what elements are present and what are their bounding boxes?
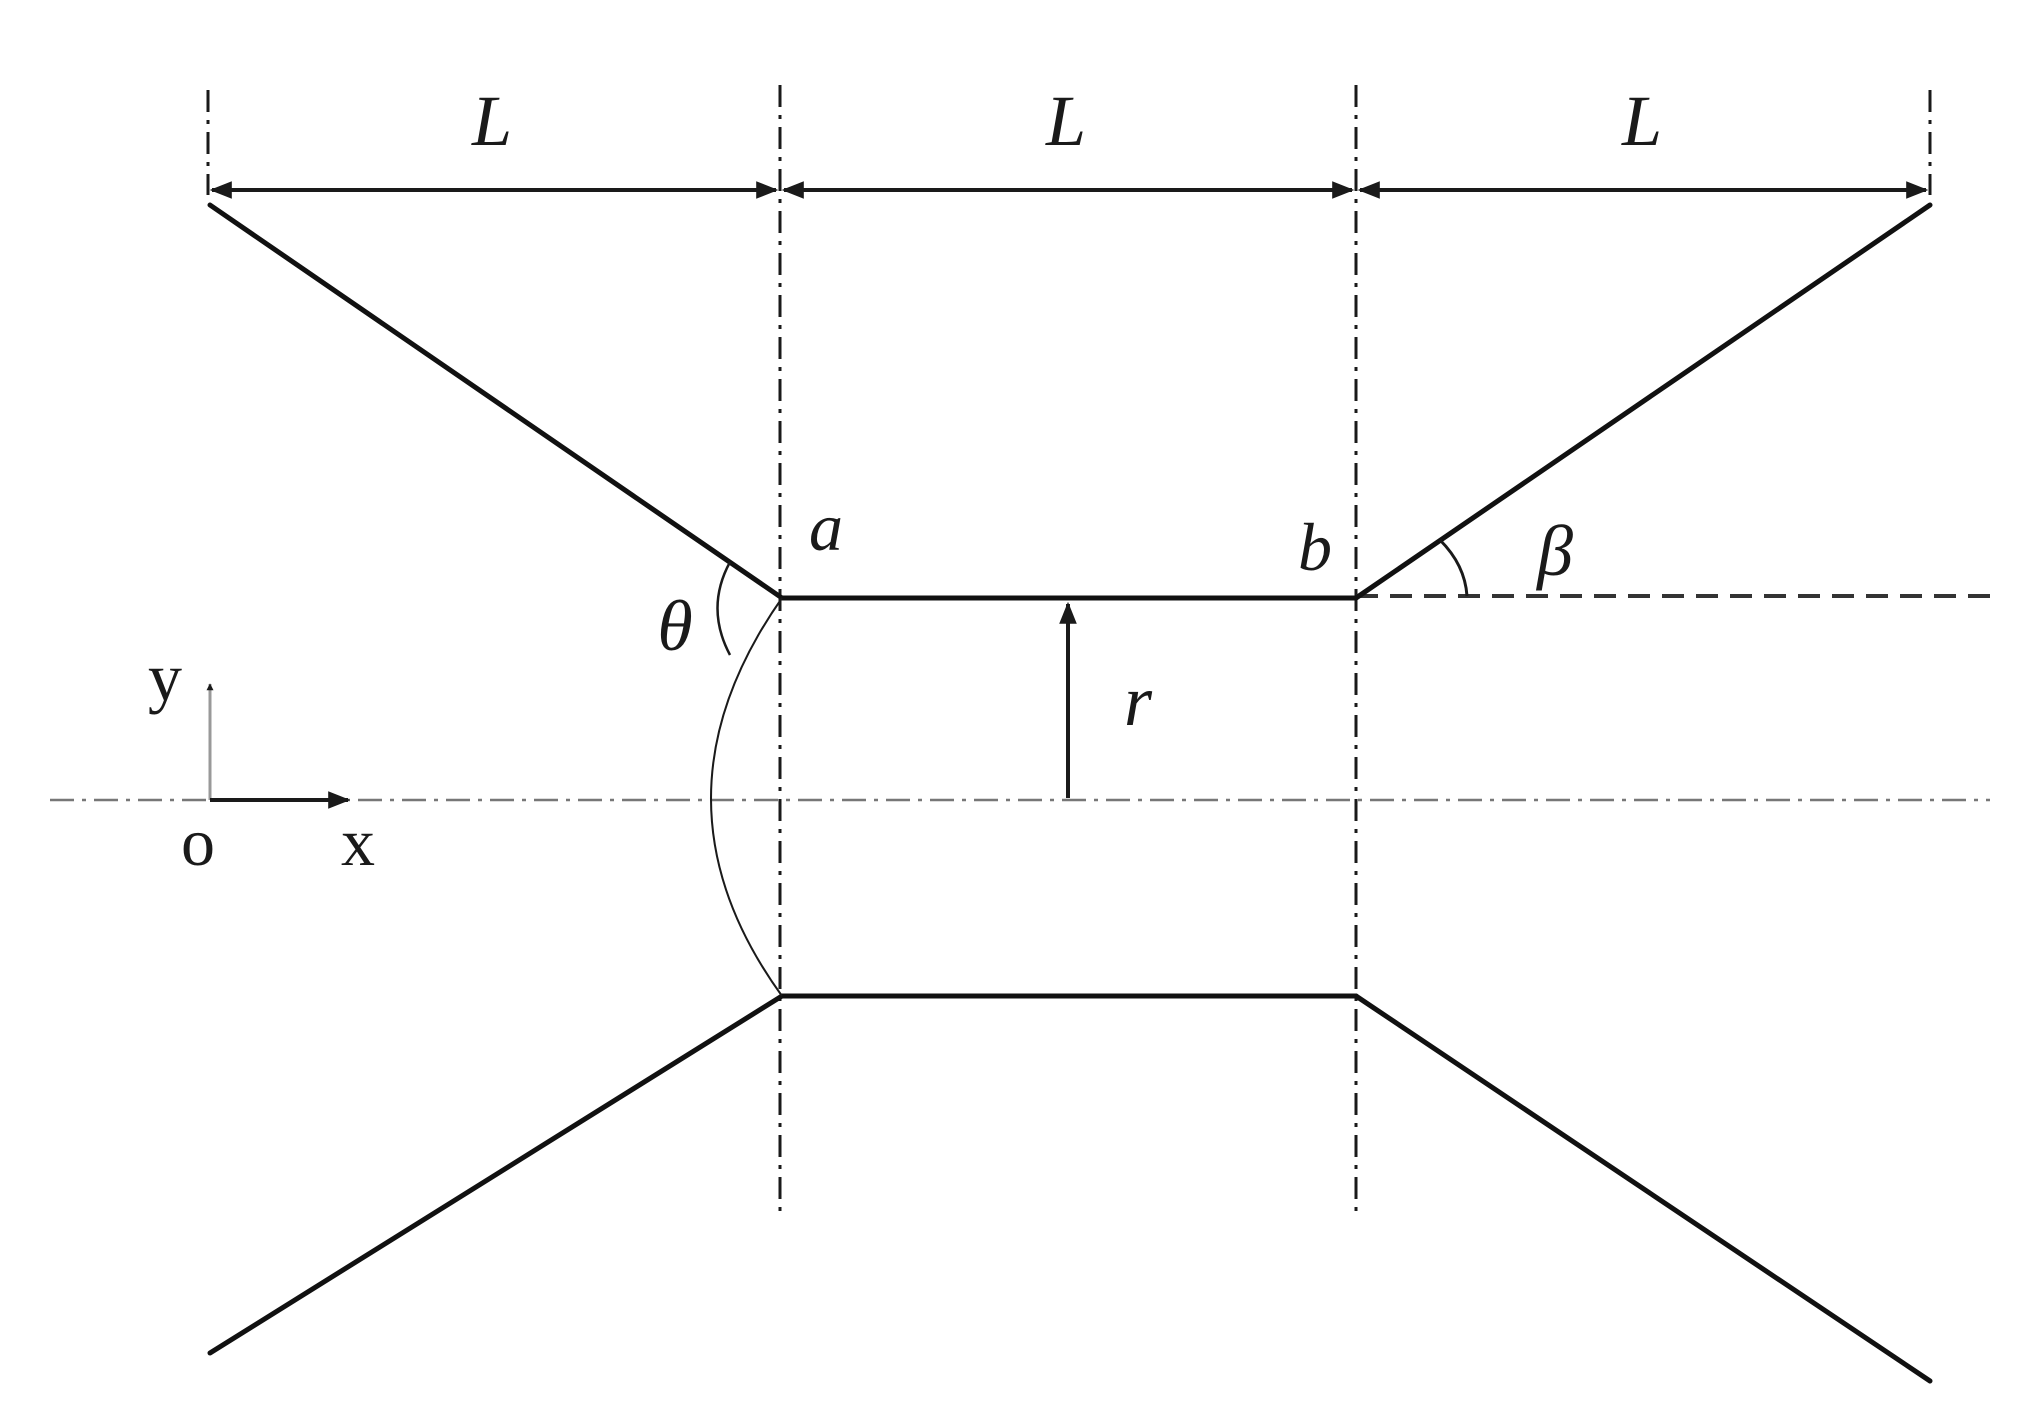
theta-angle-arc xyxy=(716,561,732,656)
throat-arc xyxy=(710,597,783,997)
dimension-label-right: L xyxy=(1621,81,1662,161)
point-label-b: b xyxy=(1298,509,1332,585)
lower-converging-wall xyxy=(207,993,785,1356)
lower-diverging-wall xyxy=(1353,993,1933,1384)
coordinate-axes xyxy=(206,683,351,809)
radius-label: r xyxy=(1124,661,1153,741)
upper-converging-wall xyxy=(207,202,785,601)
axis-label-x: x xyxy=(341,804,375,880)
nozzle-profile xyxy=(207,202,1933,1384)
angle-label-theta: θ xyxy=(657,586,692,666)
origin-label: o xyxy=(181,804,215,880)
upper-diverging-wall xyxy=(1353,202,1933,601)
dimension-label-left: L xyxy=(471,81,512,161)
point-label-a: a xyxy=(809,489,843,565)
reference-lines xyxy=(206,85,1932,1215)
angle-label-beta: β xyxy=(1535,511,1573,591)
axis-label-y: y xyxy=(148,639,182,715)
beta-angle-arc xyxy=(1438,538,1469,597)
dimension-label-middle: L xyxy=(1045,81,1086,161)
